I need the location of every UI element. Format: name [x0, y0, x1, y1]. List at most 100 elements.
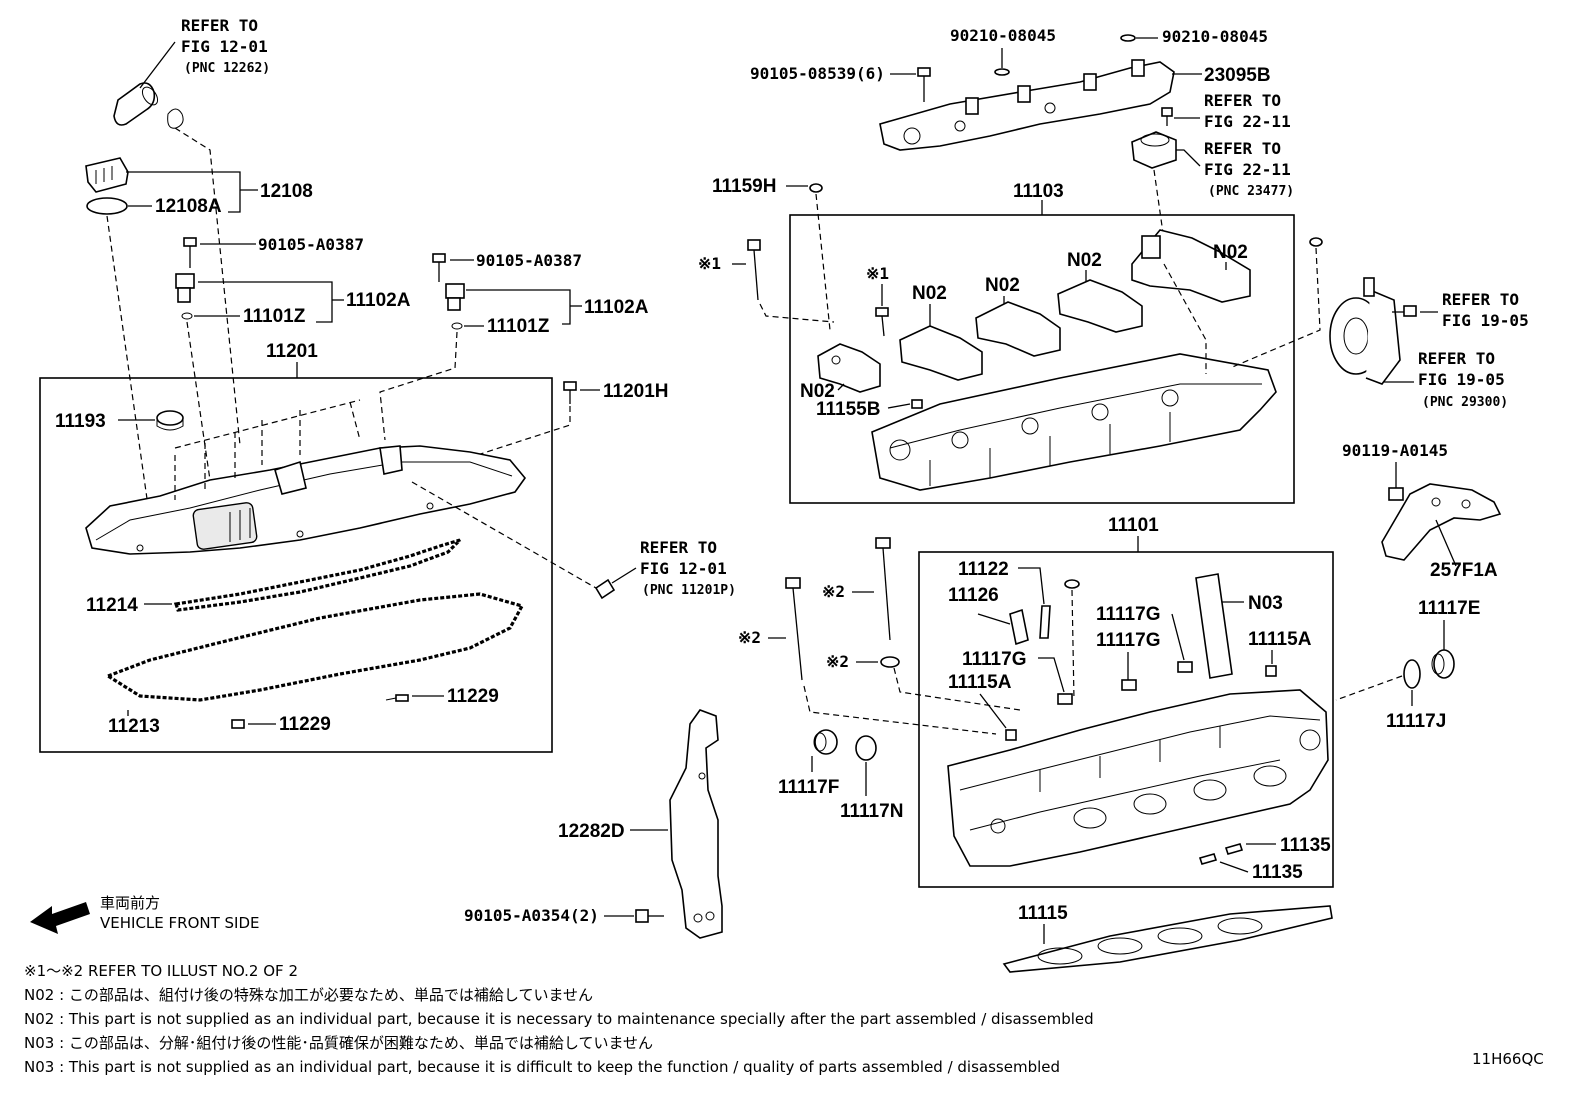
plug-11117G-c[interactable] — [1057, 693, 1073, 705]
bearing-cap-n02-5[interactable] — [1131, 229, 1251, 303]
bolt-11201H[interactable] — [563, 381, 577, 404]
cam-position-sensor-right[interactable] — [445, 283, 465, 311]
bearing-cap-n02-3[interactable] — [975, 301, 1061, 357]
bolt-mark1-outer[interactable] — [747, 239, 761, 301]
part-12282D-label[interactable]: 12282D — [558, 821, 625, 842]
part-11115-label[interactable]: 11115 — [1018, 903, 1068, 924]
bolt-90119-A0145[interactable] — [1388, 462, 1404, 501]
part-11103-label[interactable]: 11103 — [1013, 181, 1064, 202]
part-11117G-label-3[interactable]: 11117G — [962, 649, 1026, 670]
bolt-90105-A0354[interactable] — [635, 909, 664, 923]
head-bolt-mark2-b[interactable] — [785, 577, 803, 681]
head-gasket-11115[interactable] — [1002, 905, 1333, 973]
fig-12-01-label[interactable]: FIG 12-01 — [181, 37, 268, 56]
part-11101-label[interactable]: 11101 — [1108, 515, 1159, 536]
bolt-mark1-inner[interactable] — [875, 307, 889, 337]
part-11102A-right-label[interactable]: 11102A — [584, 297, 649, 318]
fig-19-05-label[interactable]: FIG 19-05 — [1442, 311, 1529, 330]
part-11201-label[interactable]: 11201 — [266, 341, 318, 362]
camshaft-housing[interactable] — [871, 353, 1277, 491]
washer-mark2[interactable] — [880, 656, 900, 668]
dowel-11115A-a[interactable] — [1265, 665, 1277, 677]
plug-11117G-a[interactable] — [1177, 661, 1193, 673]
part-11117N-label[interactable]: 11117N — [840, 801, 903, 822]
part-11229-b-label[interactable]: 11229 — [279, 714, 331, 735]
head-bolt-mark2-a[interactable] — [875, 537, 891, 641]
part-11135-a-label[interactable]: 11135 — [1280, 835, 1331, 856]
o-ring-11101Z-right[interactable] — [451, 322, 463, 330]
part-11159H-label[interactable]: 11159H — [712, 176, 776, 197]
bolt-90210-08045-left[interactable] — [994, 48, 1010, 76]
part-90105-A0387-left-label[interactable]: 90105-A0387 — [258, 235, 364, 254]
bearing-cap-n02-1[interactable] — [817, 343, 881, 393]
part-11101Z-right-label[interactable]: 11101Z — [487, 316, 550, 337]
part-11115A-label-2[interactable]: 11115A — [948, 672, 1012, 693]
fig-19-05-label-2[interactable]: FIG 19-05 — [1418, 370, 1505, 389]
gasket-11117J[interactable] — [1403, 659, 1421, 689]
seal-vacuum[interactable] — [1309, 237, 1323, 247]
bolt-fig-19-05[interactable] — [1392, 305, 1417, 317]
plug-11193[interactable] — [156, 410, 184, 431]
part-90210-08045-right-label[interactable]: 90210-08045 — [1162, 27, 1268, 46]
fuel-rail-23095B[interactable] — [879, 59, 1175, 151]
fig-22-11-label[interactable]: FIG 22-11 — [1204, 112, 1291, 131]
plug-small[interactable] — [1064, 579, 1080, 589]
part-11126-label[interactable]: 11126 — [948, 585, 999, 606]
part-11117E-label[interactable]: 11117E — [1418, 598, 1480, 619]
part-90105-A0387-right-label[interactable]: 90105-A0387 — [476, 251, 582, 270]
engine-hanger-12282D[interactable] — [669, 709, 723, 939]
oil-filler-gasket[interactable] — [86, 197, 128, 215]
bracket-257F1A[interactable] — [1381, 483, 1502, 561]
clip-11229-b[interactable] — [231, 719, 245, 729]
bolt-90210-08045-right[interactable] — [1120, 34, 1136, 42]
part-11117G-label-1[interactable]: 11117G — [1096, 604, 1160, 625]
fig-12-01-label-2[interactable]: FIG 12-01 — [640, 559, 727, 578]
bolt-90105-A0387-right[interactable] — [432, 253, 446, 282]
part-90119-A0145-label[interactable]: 90119-A0145 — [1342, 441, 1448, 460]
plug-11117F[interactable] — [813, 729, 838, 755]
bolt-fig-22-11[interactable] — [1161, 107, 1173, 126]
part-11102A-left-label[interactable]: 11102A — [346, 290, 411, 311]
pin-11155B[interactable] — [911, 399, 923, 409]
plug-11117G-b[interactable] — [1121, 679, 1137, 691]
cam-position-sensor-left[interactable] — [175, 273, 195, 303]
bearing-cap-n02-2[interactable] — [899, 325, 983, 381]
part-257F1A-label[interactable]: 257F1A — [1430, 560, 1498, 581]
bolt-90105-A0387-left[interactable] — [183, 237, 197, 268]
part-11122-label[interactable]: 11122 — [958, 559, 1009, 580]
hose-clip[interactable] — [167, 108, 184, 129]
seal-11159H[interactable] — [809, 183, 823, 193]
pump-body-23477[interactable] — [1131, 131, 1177, 169]
valve-guide-n03[interactable] — [1195, 573, 1233, 679]
gasket-11117N[interactable] — [855, 735, 877, 761]
vacuum-pump-29300[interactable] — [1329, 277, 1401, 385]
bearing-cap-n02-4[interactable] — [1057, 279, 1143, 333]
part-11155B-label[interactable]: 11155B — [816, 399, 880, 420]
part-11117F-label[interactable]: 11117F — [778, 777, 839, 798]
sleeve-11126[interactable] — [1009, 608, 1029, 646]
part-11101Z-left-label[interactable]: 11101Z — [243, 306, 306, 327]
cylinder-head-cover[interactable] — [85, 445, 527, 555]
breather-hose[interactable] — [113, 82, 161, 126]
part-90210-08045-left-label[interactable]: 90210-08045 — [950, 26, 1056, 45]
part-11117J-label[interactable]: 11117J — [1386, 711, 1446, 732]
part-90105-08539-label[interactable]: 90105-08539(6) — [750, 64, 885, 83]
grommet-11201P[interactable] — [594, 578, 616, 600]
fig-22-11-label-2[interactable]: FIG 22-11 — [1204, 160, 1291, 179]
part-90105-A0354-label[interactable]: 90105-A0354(2) — [464, 906, 599, 925]
part-12108-label[interactable]: 12108 — [260, 181, 313, 202]
part-11229-a-label[interactable]: 11229 — [447, 686, 499, 707]
clip-11229-a[interactable] — [385, 694, 409, 702]
part-11213-label[interactable]: 11213 — [108, 716, 160, 737]
gasket-11213[interactable] — [104, 592, 525, 702]
part-11117G-label-2[interactable]: 11117G — [1096, 630, 1160, 651]
oil-filler-cap[interactable] — [85, 157, 129, 193]
cylinder-head[interactable] — [947, 689, 1329, 867]
part-12108A-label[interactable]: 12108A — [155, 196, 222, 217]
plug-11117E[interactable] — [1431, 649, 1455, 679]
pin-11135-b[interactable] — [1198, 853, 1218, 865]
part-11115A-label-1[interactable]: 11115A — [1248, 629, 1312, 650]
tube-11122[interactable] — [1039, 605, 1051, 639]
part-11193-label[interactable]: 11193 — [55, 411, 106, 432]
o-ring-11101Z-left[interactable] — [181, 312, 193, 320]
